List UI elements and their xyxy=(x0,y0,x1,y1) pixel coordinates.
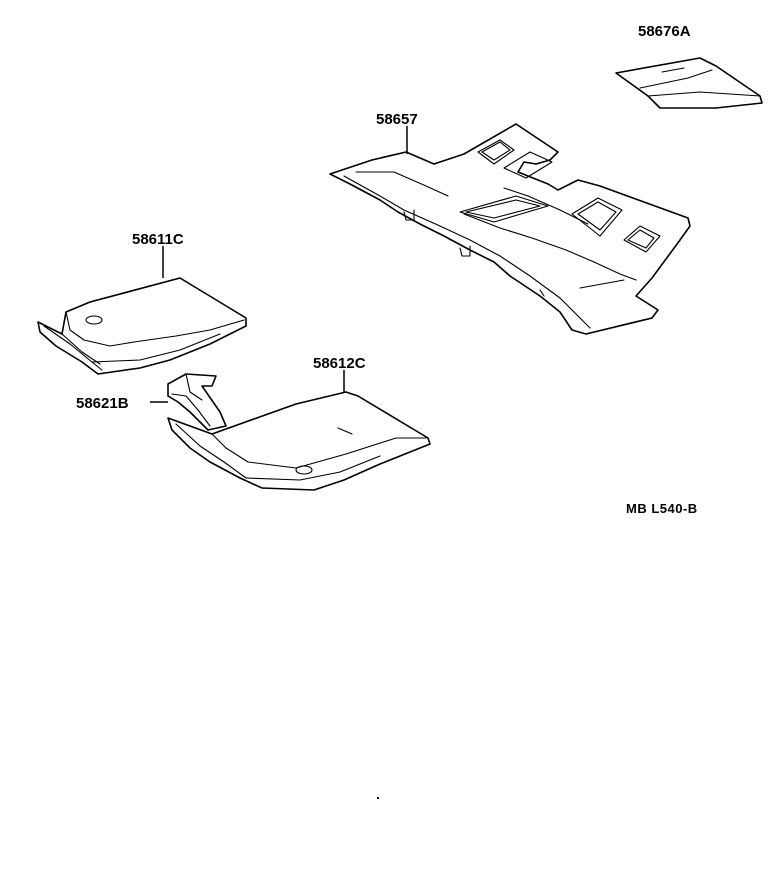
part-58676a xyxy=(615,57,763,109)
part-58611c xyxy=(37,277,247,375)
label-58657: 58657 xyxy=(376,111,418,128)
label-58676a: 58676A xyxy=(638,23,691,40)
part-58612c xyxy=(167,391,431,491)
label-58612c: 58612C xyxy=(313,355,366,372)
part-58621b xyxy=(167,373,227,431)
part-58657 xyxy=(329,123,691,335)
label-58621b: 58621B xyxy=(76,395,129,412)
label-58611c: 58611C xyxy=(132,231,184,248)
diagram-reference-code: MB L540-B xyxy=(626,501,698,516)
scan-speck xyxy=(377,797,379,799)
